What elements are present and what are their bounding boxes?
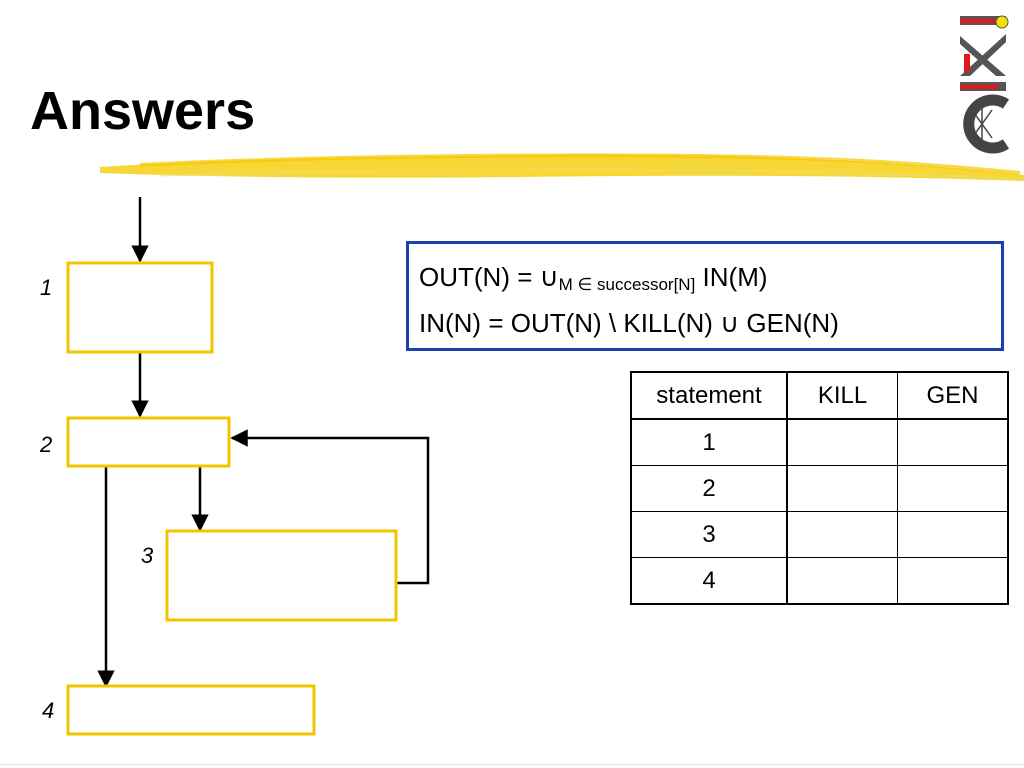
out-equation-lhs: OUT(N) = ∪ xyxy=(419,262,559,292)
statement-cell: 3 xyxy=(630,511,788,558)
node-label-2: 2 xyxy=(40,432,53,457)
node-label-1: 1 xyxy=(40,275,53,300)
kill-cell xyxy=(786,465,898,512)
slide-title: Answers xyxy=(30,81,256,141)
in-equation: IN(N) = OUT(N) \ KILL(N) ∪ GEN(N) xyxy=(419,308,839,338)
flow-box-2 xyxy=(66,416,231,468)
statement-cell: 4 xyxy=(630,557,788,605)
gen-cell xyxy=(897,557,1009,605)
table-header-row: statement KILL GEN xyxy=(630,371,1009,420)
iaik-logo-icon xyxy=(960,15,1010,154)
flow-boxes xyxy=(66,261,398,736)
kill-cell xyxy=(786,557,898,605)
out-equation-subscript: M ∈ successor[N] xyxy=(558,275,696,294)
kill-cell xyxy=(786,511,898,558)
footer-divider xyxy=(0,764,1024,765)
flow-box-1 xyxy=(66,261,214,354)
yellow-brush-stroke xyxy=(100,153,1024,181)
gen-cell xyxy=(897,511,1009,558)
column-header-gen: GEN xyxy=(897,371,1009,420)
flow-edges xyxy=(97,197,430,688)
gen-cell xyxy=(897,465,1009,512)
out-equation-rhs: IN(M) xyxy=(695,262,768,292)
dataflow-equations-box: OUT(N) = ∪M ∈ successor[N] IN(M) IN(N) =… xyxy=(406,241,1004,351)
gen-cell xyxy=(897,418,1009,466)
flow-box-4 xyxy=(66,684,316,736)
table-row: 2 xyxy=(630,465,1009,512)
kill-gen-table: statement KILL GEN 1 2 3 4 xyxy=(630,371,1009,605)
statement-cell: 1 xyxy=(630,418,788,466)
node-label-3: 3 xyxy=(141,543,154,568)
table-row: 1 xyxy=(630,418,1009,466)
flow-box-3 xyxy=(165,529,398,622)
column-header-kill: KILL xyxy=(786,371,898,420)
node-label-4: 4 xyxy=(42,698,55,723)
statement-cell: 2 xyxy=(630,465,788,512)
table-row: 4 xyxy=(630,557,1009,605)
edge-3-to-2-loop xyxy=(230,429,430,585)
out-equation: OUT(N) = ∪M ∈ successor[N] IN(M) xyxy=(419,254,991,300)
kill-cell xyxy=(786,418,898,466)
column-header-statement: statement xyxy=(630,371,788,420)
table-row: 3 xyxy=(630,511,1009,558)
